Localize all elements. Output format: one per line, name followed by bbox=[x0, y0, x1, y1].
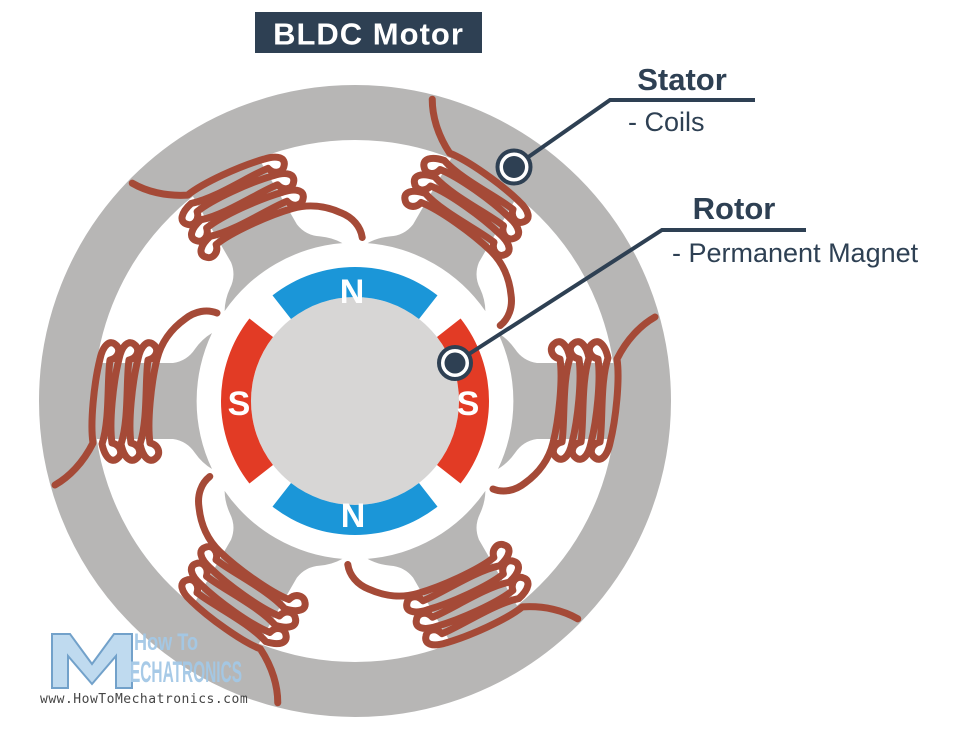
rotor-callout-dot-core bbox=[444, 352, 466, 374]
brand-url: www.HowToMechatronics.com bbox=[40, 692, 248, 707]
rotor-sublabel: - Permanent Magnet bbox=[672, 238, 919, 268]
rotor-leader-line bbox=[453, 228, 806, 365]
title-badge: BLDC Motor bbox=[255, 12, 482, 53]
callout-rotor: Rotor - Permanent Magnet bbox=[437, 191, 919, 381]
rotor-magnets bbox=[220, 266, 490, 536]
stator-sublabel: - Coils bbox=[628, 107, 705, 137]
rotor-magnet-left bbox=[220, 318, 273, 484]
magnet-letter-n-bottom: N bbox=[341, 497, 366, 535]
brand-logo-m-icon bbox=[51, 633, 133, 689]
rotor-label: Rotor bbox=[693, 191, 776, 226]
rotor-magnet-bottom bbox=[272, 483, 438, 536]
stator-coil bbox=[344, 540, 582, 649]
magnet-letter-s-right: S bbox=[457, 385, 480, 423]
stator-leader-line bbox=[512, 98, 755, 169]
rotor-magnet-right bbox=[437, 318, 490, 484]
stator-coils bbox=[51, 95, 659, 707]
magnet-letter-s-left: S bbox=[228, 385, 251, 423]
magnet-letter-n-top: N bbox=[340, 273, 365, 311]
stator-callout-dot-core bbox=[503, 156, 525, 178]
stator-coil bbox=[489, 313, 659, 495]
stator-coil bbox=[51, 307, 221, 489]
title-box bbox=[255, 12, 482, 53]
watermark: How To ECHATRONICS www.HowToMechatronics… bbox=[40, 629, 248, 707]
page-title: BLDC Motor bbox=[273, 17, 464, 52]
rotor: N S N S bbox=[220, 266, 490, 536]
rotor-magnet-top bbox=[272, 266, 438, 319]
brand-how-to: How To bbox=[134, 629, 198, 656]
brand-name: ECHATRONICS bbox=[130, 656, 242, 689]
stator-coil bbox=[401, 95, 532, 329]
stator-label: Stator bbox=[637, 62, 727, 97]
callout-stator: Stator - Coils bbox=[495, 62, 755, 186]
rotor-core bbox=[251, 297, 459, 505]
stator-ring bbox=[39, 85, 671, 717]
stator-coil bbox=[128, 153, 366, 262]
stator-coil bbox=[178, 473, 309, 707]
